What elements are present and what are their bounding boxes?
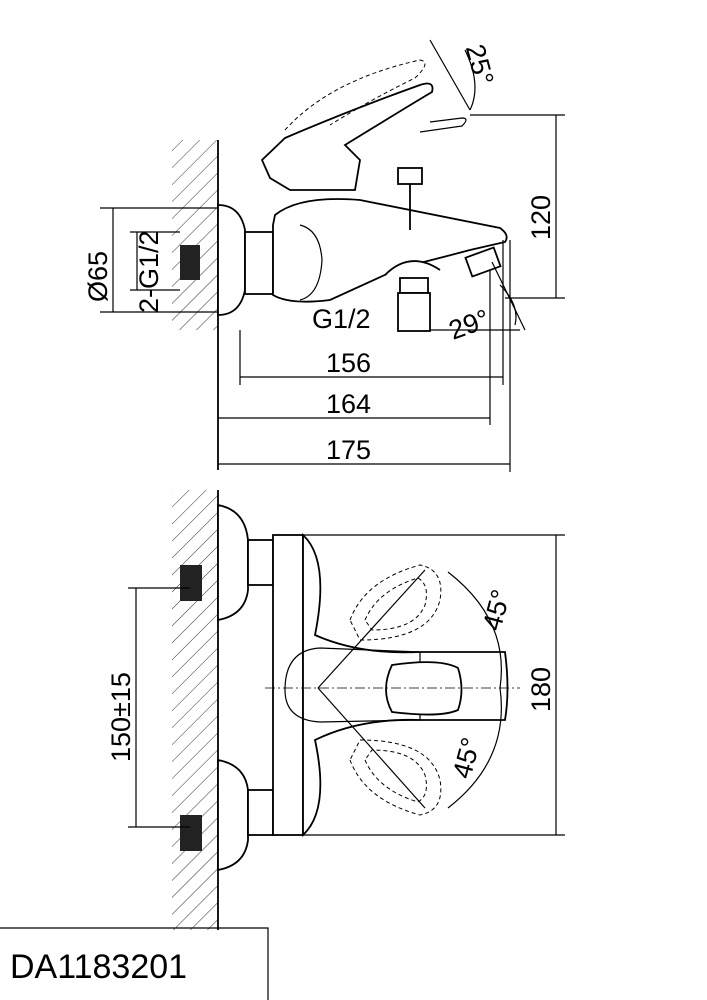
angle-upper-arc [447,571,502,689]
lever-lower-position-inner [364,749,427,803]
lower-escutcheon [217,758,249,872]
wall-hatching-top [172,140,218,330]
angle-25-arc [464,49,476,111]
height-120-label: 120 [526,195,556,240]
lever-raised-outline [284,59,426,131]
lever-upper-position-outline [349,564,442,641]
length-156-label: 156 [326,348,371,378]
mixer-body [272,198,508,303]
lever-handle [260,82,434,191]
angle-25-line [429,39,471,111]
outlet-neck [399,277,429,294]
length-164-label: 164 [326,389,371,419]
angle-29-label: 29° [445,303,494,345]
escutcheon [217,204,246,316]
length-175-label: 175 [326,435,371,465]
model-box [0,927,269,1000]
lower-connector-nut [247,789,274,836]
outlet-connector [397,292,431,332]
lever-tip [419,117,467,133]
angle-29-line [491,261,526,331]
model-number: DA1183201 [10,948,187,986]
angle-lower-line [317,687,426,809]
wall-hatching-bottom [172,490,218,930]
lever-upper-position-inner [364,577,427,631]
spout-tip [464,246,502,278]
outlet-dome [384,260,441,276]
angle-25-label: 25° [460,41,500,88]
body-contour [299,224,323,301]
lever-base-outline [284,647,421,723]
top-view [128,490,565,930]
angle-upper-45-label: 45° [477,586,517,633]
lever-lower-position-outline [349,739,442,816]
inlet-thread-label: 2-G1/2 [134,230,164,313]
diameter-65-label: Ø65 [83,251,113,302]
angle-upper-line [317,569,426,689]
upper-escutcheon [217,503,249,622]
upper-connector-nut [247,539,274,586]
upper-inlet-thread [180,565,202,601]
inlet-thread [180,245,200,280]
connector-nut [244,231,274,295]
mixer-body-top [272,534,304,836]
diverter-knob [397,167,423,185]
outlet-thread-label: G1/2 [312,304,371,334]
side-view [100,39,565,472]
depth-180-label: 180 [526,667,556,712]
center-distance-label: 150±15 [106,672,136,762]
angle-lower-arc [447,687,502,809]
lower-inlet-thread [180,815,202,851]
